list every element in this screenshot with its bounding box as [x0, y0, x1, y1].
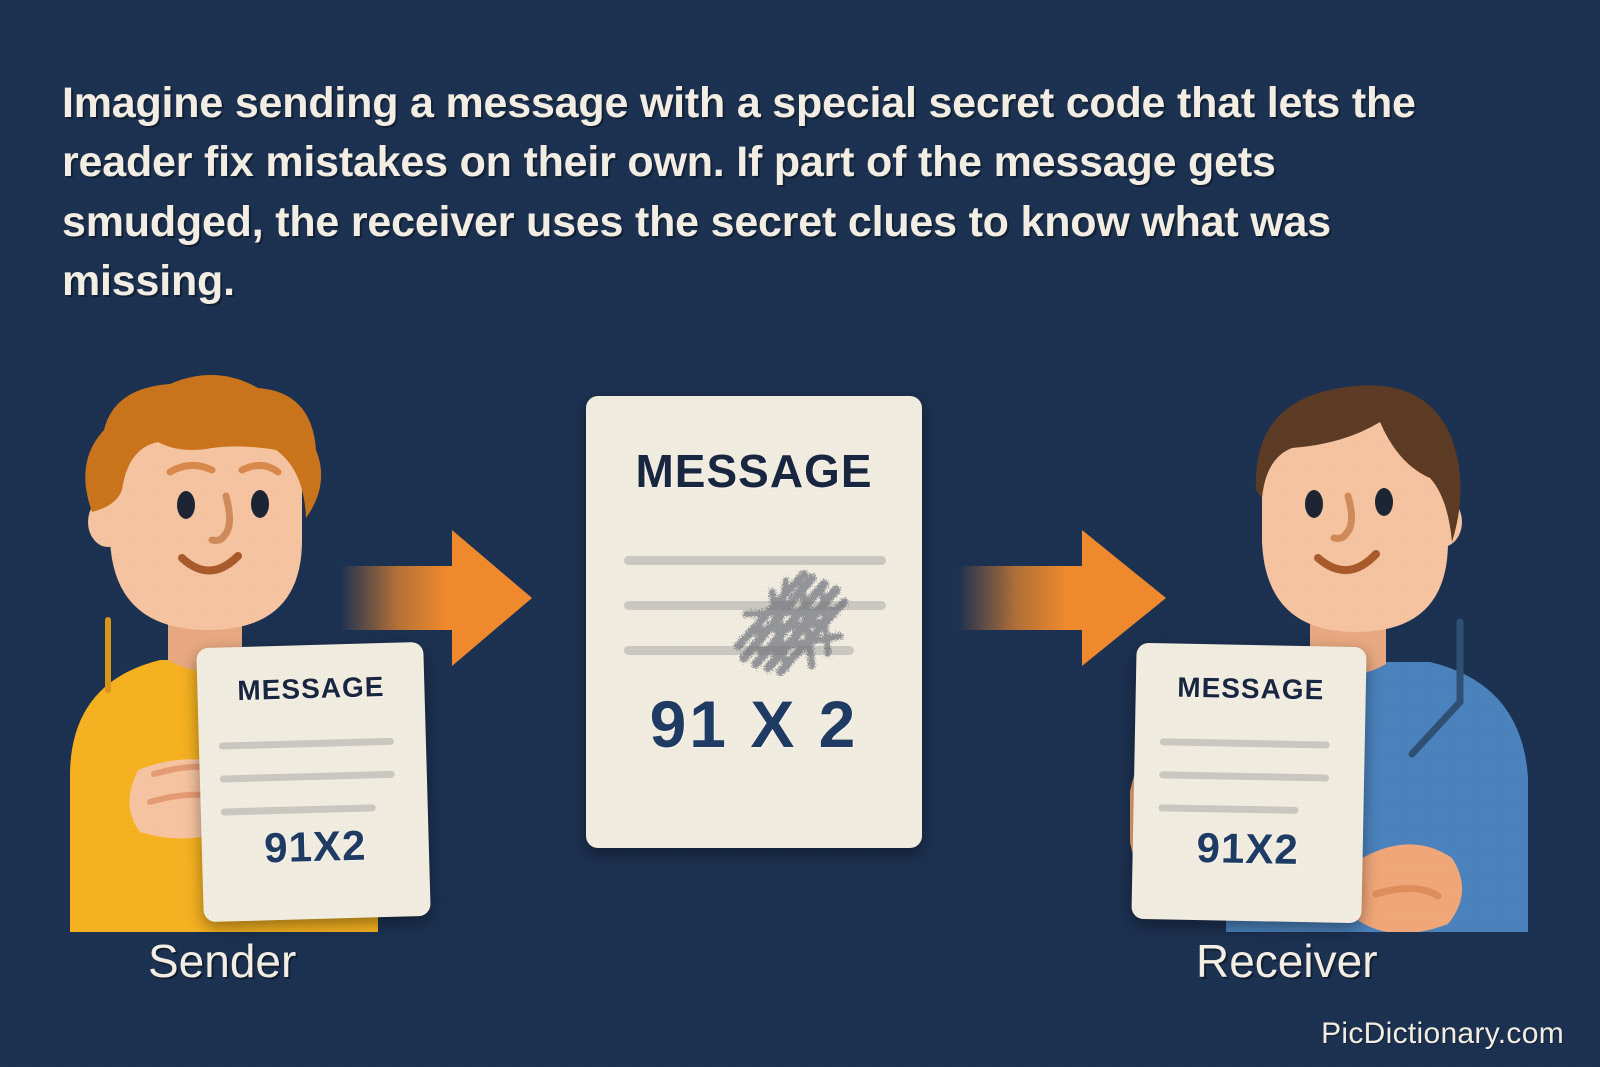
card-code: 91 X 2 [649, 687, 859, 761]
card-title: MESSAGE [1177, 671, 1325, 706]
sender-eye-right [251, 490, 269, 518]
sender-mouth [178, 552, 242, 575]
sender-eyebrow-right [238, 462, 282, 476]
receiver-hair [1255, 385, 1461, 542]
receiver-label: Receiver [1196, 935, 1378, 987]
sender-label: Sender [148, 935, 297, 987]
sender-face [110, 394, 302, 630]
sender-eye-left [177, 491, 195, 519]
card-text-line [220, 804, 376, 816]
receiver-eye-right [1375, 488, 1393, 516]
receiver-hand-right [1343, 844, 1463, 932]
sender-hair [85, 374, 322, 518]
sender-message-card: MESSAGE 91X2 [196, 641, 431, 923]
card-text-line [1159, 771, 1330, 782]
sender-nose [208, 492, 233, 544]
card-text-line [219, 770, 395, 783]
arrow-message-to-receiver-icon [958, 530, 1166, 666]
receiver-eye-left [1305, 490, 1323, 518]
card-text-line [1159, 738, 1330, 749]
card-title: MESSAGE [236, 670, 385, 707]
receiver-message-card: MESSAGE 91X2 [1131, 642, 1367, 924]
receiver-nose [1330, 492, 1355, 542]
watermark: PicDictionary.com [1321, 1017, 1564, 1050]
card-text-line [218, 737, 394, 750]
card-title: MESSAGE [635, 445, 873, 497]
sender-eyebrow-left [166, 462, 216, 476]
arrow-sender-to-message-icon [340, 530, 532, 666]
page-title: Imagine sending a message with a special… [62, 79, 1428, 305]
card-text-line [624, 556, 886, 565]
smudge-icon [734, 570, 848, 676]
receiver-mouth [1314, 550, 1380, 575]
card-text-line [624, 646, 854, 655]
transmitted-message-card: MESSAGE [586, 396, 922, 848]
receiver-sleeve-line-lower [1408, 698, 1464, 758]
card-text-line [1158, 804, 1299, 814]
card-text-line [624, 601, 886, 610]
card-code: 91X2 [1196, 824, 1300, 873]
card-code: 91X2 [263, 821, 367, 872]
